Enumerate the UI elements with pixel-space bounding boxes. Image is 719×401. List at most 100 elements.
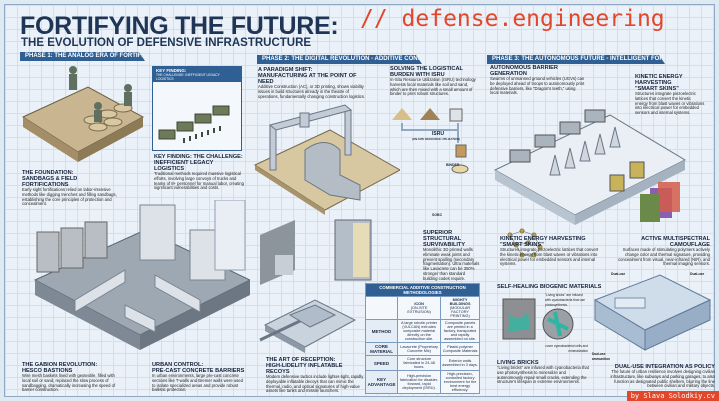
kinetic-section: KINETIC ENERGY HARVESTING "SMART SKINS" … <box>500 236 600 267</box>
table-cell: KEY ADVANTAGE <box>364 370 399 394</box>
isru-section: SOLVING THE LOGISTICAL BURDEN WITH ISRU … <box>390 66 480 97</box>
living-bricks-title: LIVING BRICKS <box>497 360 539 366</box>
camo-text: Surfaces made of stimulating polymers ac… <box>618 247 710 267</box>
table-cell: Lavacrete (Proprietary Concrete Mix) <box>397 342 442 356</box>
kinetic-title2: "SMART SKINS" <box>500 242 544 248</box>
phase2-banner: PHASE 2: THE DIGITAL REVOLUTION - ADDITI… <box>257 55 422 64</box>
phase1-banner: PHASE 1: THE ANALOG ERA OF FORTIFICATION <box>20 52 145 61</box>
table-cell: SPEED <box>364 355 399 371</box>
urban-title: URBAN CONTROL: <box>152 362 204 368</box>
decoys-text: Modern defensive tactics include lighter… <box>266 374 364 394</box>
survivability-text: Monolithic 3D printed walls eliminate we… <box>423 247 480 281</box>
key-finding-text: Traditional methods required massive log… <box>154 171 244 191</box>
table-cell <box>364 296 399 320</box>
inflatable-tank-decoy-illustration <box>259 299 357 353</box>
survivability-title2: SURVIVABILITY <box>423 242 466 248</box>
gabion-section: THE GABION REVOLUTION: HESCO BASTIONS Wi… <box>22 362 122 393</box>
dual-use-title: DUAL-USE INTEGRATION AS POLICY <box>614 364 715 370</box>
phase3-banner: PHASE 3: THE AUTONOMOUS FUTURE - INTELLI… <box>487 55 665 64</box>
table-cell: A large robotic printer (VULCAN) extrude… <box>397 319 442 343</box>
dual-use-section: DUAL-USE INTEGRATION AS POLICY The futur… <box>610 364 715 389</box>
table-cell: CORE MATERIAL <box>364 342 399 356</box>
camo-section: ACTIVE MULTISPECTRAL CAMOUFLAGE Surfaces… <box>610 236 710 267</box>
poster-subtitle: THE EVOLUTION OF DEFENSIVE INFRASTRUCTUR… <box>21 37 312 49</box>
author-credit: by Slava Solodkiy.cv <box>626 391 719 401</box>
paradigm-text: Additive Construction (AC), or 3D printi… <box>258 84 366 99</box>
binder-label: BINDER <box>446 163 460 167</box>
living-bricks-section: LIVING BRICKS "Living bricks" are infuse… <box>497 360 592 385</box>
hesco-and-concrete-illustration <box>33 200 250 350</box>
poster-title: FORTIFYING THE FUTURE: <box>20 12 339 40</box>
self-healing-title: SELF-HEALING BIOGENIC MATERIALS <box>497 284 602 290</box>
decoys-title2: HIGH-LIDELITY INFLATABLE RECOYS <box>266 363 343 375</box>
table-cell: Core structure fabricated in 24-48 hours… <box>397 355 442 371</box>
survivability-section: SUPERIOR STRUCTURAL SURVIVABILITY Monoli… <box>423 230 480 282</box>
urban-text: In urban environments, large pre-cast co… <box>152 373 243 393</box>
watermark: // defense.engineering <box>360 6 665 32</box>
dual-use-tag-3: Dual-use ammunition <box>592 352 611 361</box>
urban-title2: PRE-CAST CONCRETE BARRIERS <box>152 368 245 374</box>
key-finding-box: KEY FINDING:THE CHALLENGE: INEFFICIENT L… <box>152 66 242 151</box>
autonomous-title: AUTONOMOUS BARRIER GENERATION <box>490 65 558 77</box>
table-cell: ICON(ON-SITE EXTRUSION)MIGHTY BUILDINGS(… <box>364 296 480 320</box>
isru-label-sub: (ON-SITE RESOURCE UTILIZATION) <box>412 137 460 141</box>
table-cell: Plastic polymer Composite Materials <box>440 342 480 356</box>
key-box-title: KEY FINDING: <box>156 68 187 73</box>
dual-use-shelter-illustration <box>593 274 712 351</box>
table-cell: Exterior walls assembled in 3 days. <box>440 355 480 371</box>
decoys-section: THE ART OF RECEPTION: HIGH-LIDELITY INFL… <box>266 357 366 394</box>
living-bricks-text: "Living bricks" are infused with cyanoba… <box>497 365 589 385</box>
key-finding-title: KEY FINDING: THE CHALLENGE: <box>154 154 243 160</box>
self-healing-note2: cover cyanobacterial cells and mineraliz… <box>545 344 588 353</box>
key-box-subtitle: THE CHALLENGE: INEFFICIENT LEGACY LOGIST… <box>156 73 220 81</box>
kinetic-top-title: KINETIC ENERGY HARVESTING <box>635 74 683 86</box>
dual-use-tag-1: Dual-use <box>611 272 626 276</box>
table-title: COMMERCIAL ADDITIVE CONSTRUCTION METHODO… <box>365 283 480 297</box>
isru-title2: BURDEN WITH ISRU <box>390 72 445 78</box>
table-col-icon: ICON(ON-SITE EXTRUSION) <box>397 296 442 320</box>
isru-text: In-Situ Resource Utilization (ISRU) tech… <box>390 77 476 97</box>
convoy-illustration <box>158 105 230 143</box>
table-cell: COMMERCIAL ADDITIVE CONSTRUCTION METHODO… <box>365 283 480 297</box>
gabion-title2: HESCO BASTIONS <box>22 368 73 374</box>
gabion-text: Wire mesh baskets lined with geotextile,… <box>22 373 116 393</box>
methodologies-table: COMMERCIAL ADDITIVE CONSTRUCTION METHODO… <box>364 283 480 394</box>
isru-label: ISRU <box>432 131 444 137</box>
paradigm-section: A PARADIGM SHIFT: MANUFACTURING AT THE P… <box>258 67 368 99</box>
table-cell: Composite panels are printed in a factor… <box>440 319 480 343</box>
self-healing-note: "Living bricks" are infused with cyanoba… <box>545 293 585 307</box>
decoys-title: THE ART OF RECEPTION: <box>266 357 336 363</box>
table-col-mighty: MIGHTY BUILDINGS(MODULAR FACTORY PRINTIN… <box>440 296 480 320</box>
kinetic-top-text: Structures integrate piezoelectric latti… <box>635 91 705 116</box>
printed-wall-illustration <box>260 219 372 285</box>
survivability-title: SUPERIOR STRUCTURAL <box>423 230 462 242</box>
foundation-section: THE FOUNDATION: SANDBAGS & FIELD FORTIFI… <box>22 170 122 207</box>
camo-title: ACTIVE MULTISPECTRAL CAMOUFLAGE <box>641 236 710 248</box>
foundation-title2: SANDBAGS & FIELD FORTIFICATIONS <box>22 176 78 188</box>
kinetic-top-section: KINETIC ENERGY HARVESTING "SMART SKINS" … <box>635 74 705 116</box>
sandbag-trench-illustration <box>21 66 145 162</box>
table-cell: High-precision fabrication for disaster-… <box>397 370 442 394</box>
sobc-label: SOBC <box>432 213 443 217</box>
urban-section: URBAN CONTROL: PRE-CAST CONCRETE BARRIER… <box>152 362 247 393</box>
dual-use-tag-2: Dual-use <box>690 272 705 276</box>
foundation-text: Early sight fortifications relied on lab… <box>22 187 117 207</box>
key-finding-section: KEY FINDING: THE CHALLENGE: INEFFICIENT … <box>154 154 244 191</box>
paradigm-title: A PARADIGM SHIFT: <box>258 67 313 73</box>
kinetic-title: KINETIC ENERGY HARVESTING <box>500 236 586 242</box>
autonomous-section: AUTONOMOUS BARRIER GENERATION Swarms of … <box>490 65 585 96</box>
isru-flow-diagram <box>392 108 469 174</box>
3d-printer-illustration <box>253 104 400 215</box>
paradigm-title2: MANUFACTURING AT THE POINT OF NEED <box>258 73 357 85</box>
gabion-title: THE GABION REVOLUTION: <box>22 362 98 368</box>
foundation-title: THE FOUNDATION: <box>22 170 74 176</box>
isru-title: SOLVING THE LOGISTICAL <box>390 66 463 72</box>
autonomous-barrier-illustration <box>493 109 687 225</box>
autonomous-text: Swarms of unmanned ground vehicles (UGVs… <box>490 76 585 96</box>
dual-use-text: The future of urban resilience involves … <box>610 369 715 389</box>
table-cell: METHOD <box>364 319 399 343</box>
